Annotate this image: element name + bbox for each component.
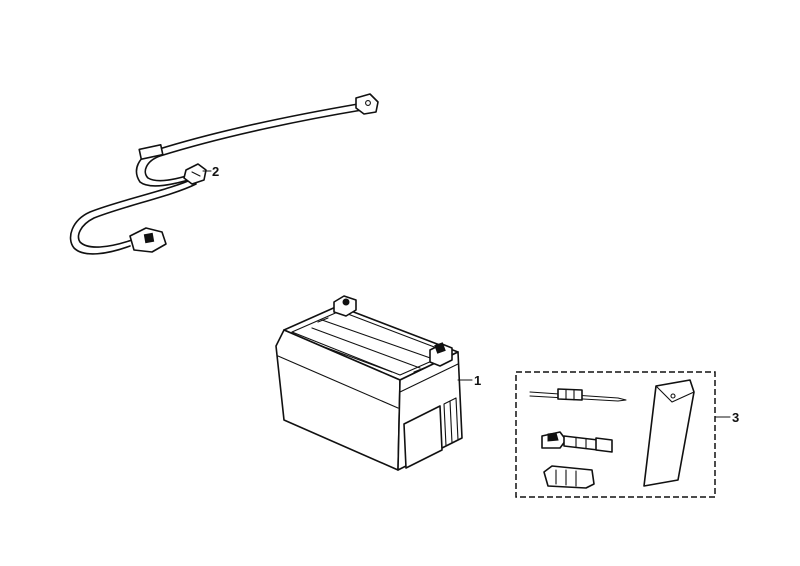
callout-3: 3 xyxy=(732,410,739,425)
fuse-puller-icon xyxy=(541,431,613,453)
callout-2: 2 xyxy=(212,164,219,179)
callout-1: 1 xyxy=(474,373,481,388)
tool-kit-frame xyxy=(515,371,716,498)
tool-bag-icon xyxy=(643,379,695,487)
tool-kit[interactable] xyxy=(515,371,716,498)
battery[interactable] xyxy=(275,295,463,471)
battery-cable[interactable] xyxy=(69,93,379,255)
spare-fuse-icon xyxy=(543,465,595,489)
screwdriver-icon xyxy=(529,388,627,402)
